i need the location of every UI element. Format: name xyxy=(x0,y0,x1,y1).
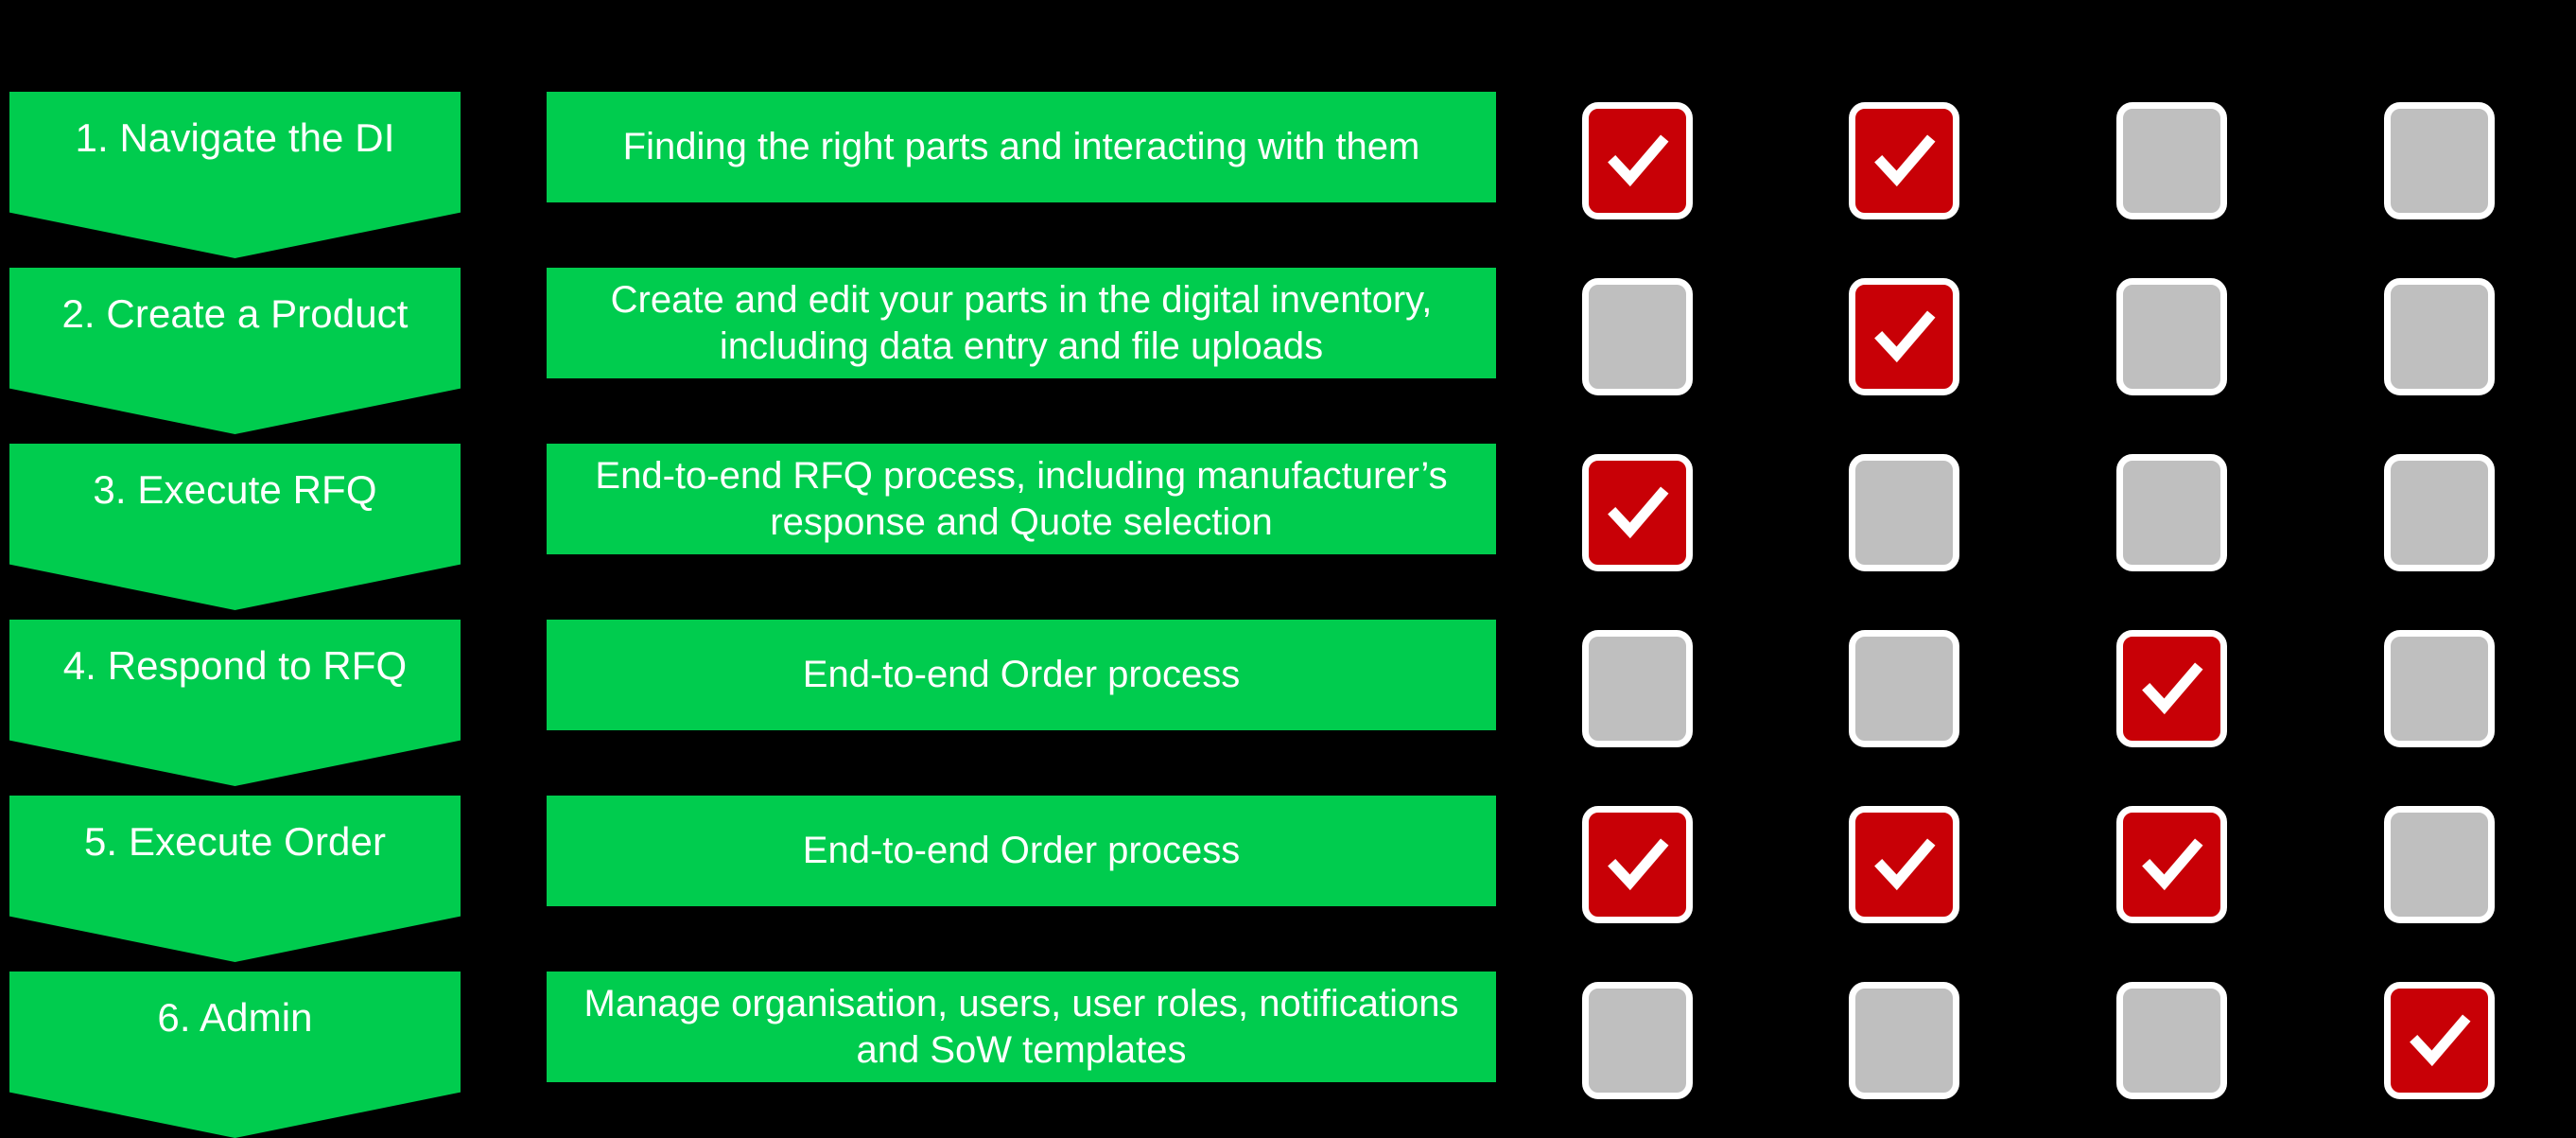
description-text: Manage organisation, users, user roles, … xyxy=(583,982,1459,1071)
checkbox-unchecked[interactable] xyxy=(2116,278,2227,395)
checkbox-checked[interactable] xyxy=(2384,982,2495,1099)
checkbox-unchecked[interactable] xyxy=(2384,278,2495,395)
check-mark-icon xyxy=(2141,838,2202,891)
checkbox-unchecked[interactable] xyxy=(2384,102,2495,219)
process-step-label: 5. Execute Order xyxy=(83,819,387,864)
check-mark-icon xyxy=(1607,838,1668,891)
description-box-2[interactable]: Create and edit your parts in the digita… xyxy=(547,268,1496,378)
checkbox-unchecked[interactable] xyxy=(2384,454,2495,571)
checkbox-unchecked[interactable] xyxy=(2384,630,2495,747)
process-step-label: 4. Respond to RFQ xyxy=(62,643,408,688)
checkbox-unchecked[interactable] xyxy=(1582,278,1693,395)
description-text: End-to-end Order process xyxy=(802,830,1241,872)
check-mark-icon xyxy=(1873,838,1935,891)
description-box-5[interactable]: End-to-end Order process xyxy=(547,796,1496,906)
checkbox-checked[interactable] xyxy=(1582,102,1693,219)
checkbox-checked[interactable] xyxy=(2116,630,2227,747)
checkbox-unchecked[interactable] xyxy=(1849,982,1959,1099)
description-column: Finding the right parts and interacting … xyxy=(547,0,1496,1123)
checkbox-unchecked[interactable] xyxy=(2116,102,2227,219)
description-text: Finding the right parts and interacting … xyxy=(622,126,1420,168)
check-mark-icon xyxy=(1607,486,1668,539)
process-step-label: 1. Navigate the DI xyxy=(75,115,395,160)
check-mark-icon xyxy=(1607,134,1668,187)
check-mark-icon xyxy=(2141,662,2202,715)
process-step-column: 1. Navigate the DI 2. Create a Product 3… xyxy=(9,0,461,1138)
checkbox-checked[interactable] xyxy=(1849,806,1959,923)
process-step-label: 2. Create a Product xyxy=(61,291,409,336)
description-text: End-to-end RFQ process, including manufa… xyxy=(595,454,1448,543)
checkbox-checked[interactable] xyxy=(1849,102,1959,219)
description-box-3[interactable]: End-to-end RFQ process, including manufa… xyxy=(547,444,1496,554)
check-mark-icon xyxy=(1873,310,1935,363)
description-box-1[interactable]: Finding the right parts and interacting … xyxy=(547,92,1496,202)
checkbox-checked[interactable] xyxy=(1582,454,1693,571)
description-text: End-to-end Order process xyxy=(802,654,1241,696)
process-step-label: 6. Admin xyxy=(157,995,313,1040)
checkbox-checked[interactable] xyxy=(2116,806,2227,923)
checkbox-unchecked[interactable] xyxy=(2116,454,2227,571)
process-step-label: 3. Execute RFQ xyxy=(93,467,377,512)
description-box-4[interactable]: End-to-end Order process xyxy=(547,620,1496,730)
checkbox-unchecked[interactable] xyxy=(1582,630,1693,747)
checkbox-unchecked[interactable] xyxy=(2384,806,2495,923)
checkbox-checked[interactable] xyxy=(1849,278,1959,395)
checkbox-unchecked[interactable] xyxy=(1849,454,1959,571)
checkbox-unchecked[interactable] xyxy=(1582,982,1693,1099)
description-box-6[interactable]: Manage organisation, users, user roles, … xyxy=(547,972,1496,1082)
description-text: Create and edit your parts in the digita… xyxy=(610,278,1433,367)
checkbox-unchecked[interactable] xyxy=(1849,630,1959,747)
checkbox-checked[interactable] xyxy=(1582,806,1693,923)
check-mark-icon xyxy=(2409,1014,2470,1067)
checkbox-unchecked[interactable] xyxy=(2116,982,2227,1099)
check-mark-icon xyxy=(1873,134,1935,187)
